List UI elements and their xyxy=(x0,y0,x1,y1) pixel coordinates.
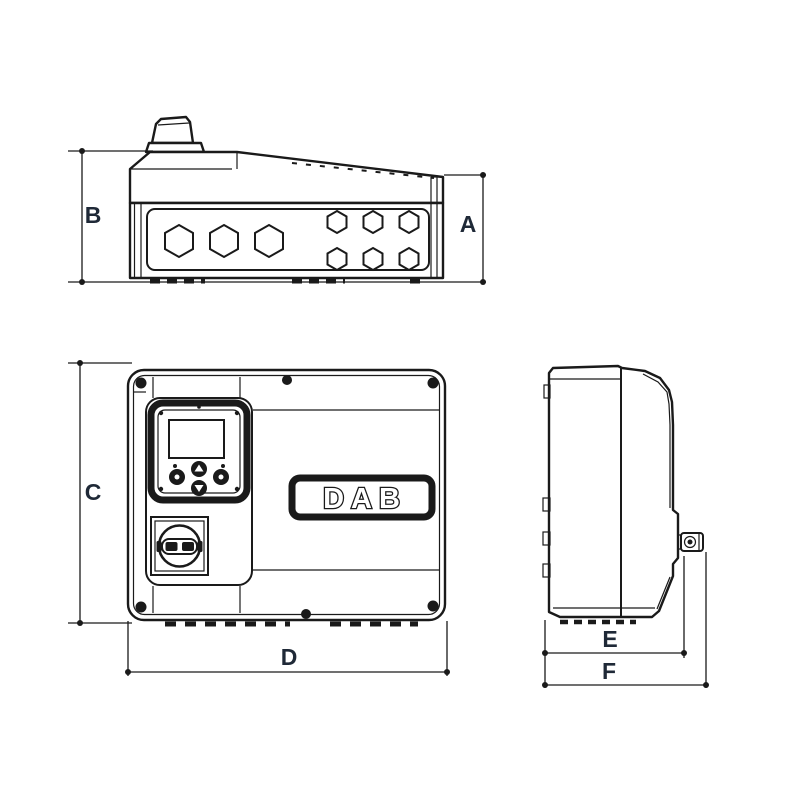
bezel-screw xyxy=(234,486,240,492)
keypad xyxy=(169,461,229,496)
terminal-box xyxy=(128,176,445,284)
hexagon-knockout xyxy=(398,209,420,235)
screw xyxy=(135,377,147,389)
dimension-c: C xyxy=(68,360,132,626)
cable-gland-knockouts-large xyxy=(164,223,284,259)
dim-label-c: C xyxy=(85,479,102,505)
front-view: DAB xyxy=(126,368,447,627)
led-indicator xyxy=(221,464,225,468)
screw xyxy=(427,600,439,612)
hexagon-knockout xyxy=(254,223,284,259)
lcd-display xyxy=(168,419,225,459)
screw xyxy=(135,601,147,613)
control-module xyxy=(145,397,253,586)
bezel-screw xyxy=(234,410,240,416)
dim-label-e: E xyxy=(602,626,617,652)
cover-screws xyxy=(135,375,439,619)
dimension-e: E xyxy=(542,556,687,688)
rear-bump xyxy=(542,531,551,546)
rear-bump xyxy=(542,497,551,512)
selector-knob xyxy=(144,115,206,154)
top-lid xyxy=(128,150,445,205)
enclosure-side xyxy=(547,364,680,619)
dim-label-f: F xyxy=(602,658,616,684)
knockout-panel xyxy=(146,208,430,271)
cable-gland-side xyxy=(678,532,704,552)
dim-label-a: A xyxy=(460,211,477,237)
led-indicator xyxy=(173,464,177,468)
dab-logo-text: DAB xyxy=(323,483,407,515)
screw xyxy=(282,375,292,385)
dimension-b: B xyxy=(68,148,486,285)
vent-slots xyxy=(291,162,435,179)
bezel-screw xyxy=(158,486,164,492)
hexagon-knockout xyxy=(398,246,420,272)
rear-bump xyxy=(542,563,551,578)
rear-notch xyxy=(543,384,551,399)
dim-label-b: B xyxy=(85,202,102,228)
hexagon-knockout xyxy=(362,209,384,235)
top-view xyxy=(128,115,445,284)
side-view xyxy=(542,364,704,625)
hexagon-knockout xyxy=(362,246,384,272)
hexagon-knockout xyxy=(326,209,348,235)
dab-logo: DAB xyxy=(288,474,436,521)
dimension-d: D xyxy=(125,621,450,676)
hexagon-knockout xyxy=(209,223,239,259)
hexagon-knockout xyxy=(326,246,348,272)
dimension-a: A xyxy=(444,172,486,285)
rotary-switch xyxy=(150,516,209,576)
dimension-f: F xyxy=(542,552,709,688)
screw xyxy=(301,609,311,619)
screw xyxy=(427,377,439,389)
bezel-screw xyxy=(158,410,164,416)
hexagon-knockout xyxy=(164,223,194,259)
dim-label-d: D xyxy=(281,644,298,670)
cable-gland-knockouts-small xyxy=(326,209,420,272)
